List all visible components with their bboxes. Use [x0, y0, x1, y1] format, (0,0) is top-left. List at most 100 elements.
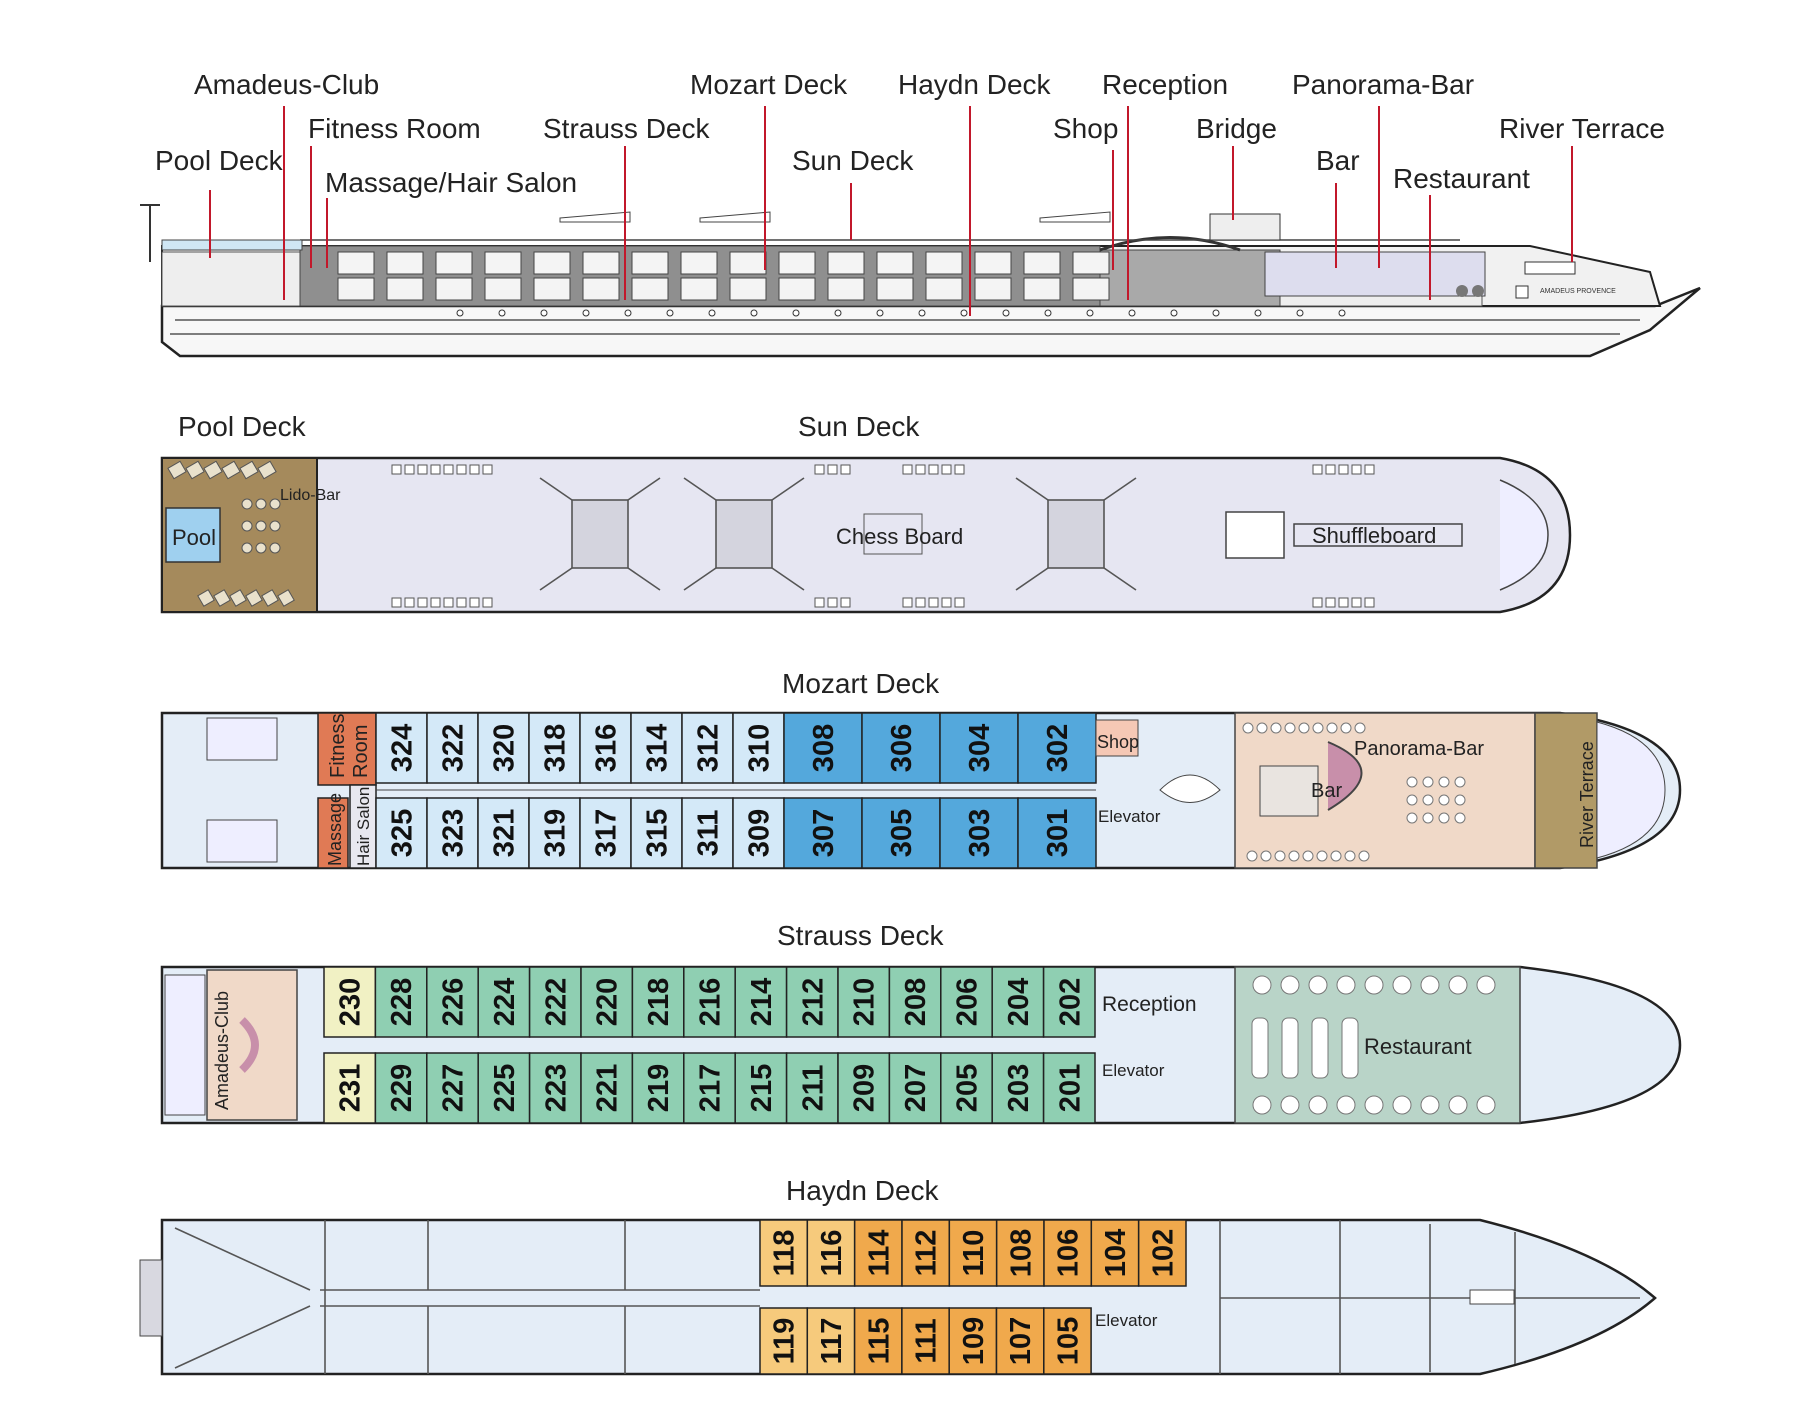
haydn-cabin-112[interactable] — [901, 1219, 951, 1287]
haydn-cabin-105[interactable] — [1043, 1307, 1092, 1375]
strauss-cabin-212[interactable] — [785, 966, 839, 1038]
sun-shade-structures — [539, 477, 1137, 591]
shuffleboard-label: Shuffleboard — [1312, 523, 1436, 548]
mozart-cabin-304[interactable] — [939, 712, 1019, 784]
strauss-cabin-number: 206 — [952, 978, 984, 1026]
strauss-cabin-209[interactable] — [837, 1052, 891, 1124]
strauss-cabin-228[interactable] — [374, 966, 428, 1038]
label-fitness-room: Fitness Room — [308, 113, 481, 144]
mozart-cabin-number: 303 — [964, 809, 996, 857]
haydn-cabin-number: 118 — [769, 1230, 801, 1277]
label-massage-hair-salon: Massage/Hair Salon — [325, 167, 577, 198]
haydn-cabin-111[interactable] — [901, 1307, 950, 1375]
haydn-cabin-116[interactable] — [806, 1219, 856, 1287]
strauss-cabin-number: 209 — [849, 1064, 881, 1112]
mozart-cabin-309[interactable] — [732, 797, 785, 869]
chess-board-label: Chess Board — [836, 524, 963, 549]
strauss-cabin-225[interactable] — [477, 1052, 531, 1124]
restaurant-label: Restaurant — [1364, 1034, 1472, 1059]
strauss-cabin-202[interactable] — [1042, 966, 1096, 1038]
strauss-cabin-223[interactable] — [528, 1052, 582, 1124]
mozart-cabin-303[interactable] — [939, 797, 1019, 869]
haydn-cabin-107[interactable] — [995, 1307, 1045, 1375]
haydn-cabin-109[interactable] — [948, 1307, 998, 1375]
strauss-cabin-number: 205 — [952, 1064, 984, 1112]
mozart-deck-plan: Mozart Deck Fitness Room Massage Hair Sa… — [160, 668, 1682, 870]
strauss-cabin-231[interactable] — [323, 1052, 377, 1124]
reception-label: Reception — [1102, 993, 1197, 1016]
profile-leaders — [209, 106, 1573, 316]
strauss-cabin-215[interactable] — [734, 1052, 788, 1124]
strauss-cabin-number: 203 — [1003, 1064, 1035, 1112]
strauss-cabin-218[interactable] — [631, 966, 685, 1038]
mozart-cabin-319[interactable] — [528, 797, 581, 869]
mozart-cabin-301[interactable] — [1017, 797, 1097, 869]
mozart-cabin-325[interactable] — [375, 797, 428, 869]
strauss-cabin-217[interactable] — [683, 1052, 736, 1124]
mozart-cabin-number: 315 — [642, 809, 674, 857]
mozart-cabin-321[interactable] — [477, 797, 530, 869]
mozart-cabin-number: 305 — [886, 809, 918, 857]
hair-salon — [349, 784, 377, 869]
mozart-cabin-number: 316 — [591, 724, 623, 772]
haydn-cabin-number: 114 — [863, 1230, 895, 1277]
strauss-cabin-number: 201 — [1054, 1064, 1086, 1112]
haydn-cabin-number: 117 — [816, 1318, 848, 1365]
mozart-cabin-307[interactable] — [783, 797, 863, 869]
mozart-cabin-number: 301 — [1042, 809, 1074, 857]
haydn-cabin-number: 110 — [958, 1230, 990, 1277]
panorama-bar-label: Panorama-Bar — [1354, 738, 1484, 760]
strauss-cabin-204[interactable] — [991, 966, 1045, 1038]
haydn-cabin-110[interactable] — [948, 1219, 998, 1287]
strauss-cabin-208[interactable] — [888, 966, 942, 1038]
strauss-cabin-number: 207 — [900, 1064, 932, 1112]
mozart-cabin-312[interactable] — [681, 712, 734, 784]
strauss-cabin-205[interactable] — [940, 1052, 993, 1124]
mozart-cabin-323[interactable] — [426, 797, 479, 869]
mozart-cabin-311[interactable] — [681, 797, 734, 869]
sun-deck-plan: Pool Deck Sun Deck Pool Lido-Bar Chess B… — [160, 411, 1572, 614]
mozart-cabin-310[interactable] — [732, 712, 785, 784]
haydn-cabin-number: 105 — [1052, 1317, 1084, 1365]
shop-area — [1095, 719, 1139, 757]
mozart-cabin-317[interactable] — [579, 797, 632, 869]
haydn-cabin-115[interactable] — [853, 1307, 903, 1375]
strauss-cabin-number: 224 — [489, 978, 521, 1026]
mozart-cabin-322[interactable] — [426, 712, 479, 784]
haydn-cabin-102[interactable] — [1137, 1219, 1187, 1287]
strauss-cabin-214[interactable] — [734, 966, 788, 1038]
mozart-cabin-324[interactable] — [375, 712, 428, 784]
strauss-cabin-210[interactable] — [837, 966, 891, 1038]
strauss-cabin-number: 210 — [849, 978, 881, 1026]
mozart-cabin-305[interactable] — [861, 797, 941, 869]
label-reception: Reception — [1102, 69, 1228, 100]
strauss-cabin-number: 216 — [695, 978, 727, 1026]
strauss-cabin-227[interactable] — [426, 1052, 479, 1124]
mozart-cabin-number: 320 — [489, 724, 521, 772]
fitness-label: Fitness — [327, 714, 349, 778]
mozart-cabin-306[interactable] — [861, 712, 941, 784]
mozart-cabin-number: 318 — [540, 724, 572, 772]
strauss-cabin-207[interactable] — [888, 1052, 942, 1124]
shop-label: Shop — [1097, 732, 1139, 752]
mozart-cabin-302[interactable] — [1017, 712, 1097, 784]
strauss-cabin-number: 225 — [489, 1064, 521, 1112]
strauss-cabin-number: 208 — [900, 978, 932, 1026]
mozart-cabin-number: 323 — [438, 809, 470, 857]
label-shop: Shop — [1053, 113, 1118, 144]
mozart-cabin-308[interactable] — [783, 712, 863, 784]
strauss-cabin-220[interactable] — [580, 966, 634, 1038]
strauss-cabin-number: 226 — [438, 978, 470, 1026]
mozart-cabin-314[interactable] — [630, 712, 683, 784]
strauss-cabin-number: 217 — [695, 1064, 727, 1112]
haydn-cabin-119[interactable] — [759, 1307, 809, 1375]
haydn-cabin-106[interactable] — [1043, 1219, 1093, 1287]
haydn-cabin-104[interactable] — [1090, 1219, 1140, 1287]
label-river-terrace: River Terrace — [1499, 113, 1665, 144]
strauss-cabin-222[interactable] — [528, 966, 582, 1038]
strauss-cabin-201[interactable] — [1042, 1052, 1096, 1124]
haydn-cabin-number: 109 — [958, 1317, 990, 1365]
strauss-cabin-229[interactable] — [374, 1052, 428, 1124]
haydn-cabin-118[interactable] — [759, 1219, 809, 1287]
